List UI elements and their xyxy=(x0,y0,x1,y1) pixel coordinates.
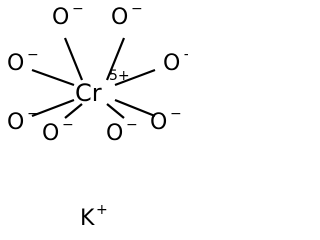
oxygen-atom-right-upper: O − xyxy=(163,47,188,76)
svg-text:O: O xyxy=(7,110,24,135)
svg-text:−: − xyxy=(62,117,74,133)
chemical-structure: O − O − O − O − O − O − O − O − Cr 5+ K … xyxy=(7,1,188,231)
oxygen-atom-right-lower: O − xyxy=(150,106,182,135)
bond-right-lower xyxy=(114,98,156,118)
svg-text:O: O xyxy=(52,5,69,30)
chromium-atom: Cr 5+ xyxy=(75,68,130,107)
svg-text:−: − xyxy=(27,106,39,122)
oxygen-atom-left-lower: O − xyxy=(7,106,39,135)
svg-text:−: − xyxy=(72,1,84,17)
svg-text:O: O xyxy=(150,110,167,135)
svg-text:−: − xyxy=(126,117,138,133)
bond-left-lower xyxy=(31,98,75,118)
svg-text:O: O xyxy=(111,5,128,30)
svg-text:K: K xyxy=(80,206,95,231)
bond-bottom-right xyxy=(106,103,125,119)
bond-top-right-upper xyxy=(105,37,126,81)
oxygen-atom-bottom-right: O − xyxy=(106,117,138,146)
svg-text:O: O xyxy=(7,51,24,76)
svg-text:+: + xyxy=(96,202,108,218)
potassium-ion: K + xyxy=(80,202,108,231)
bond-top-left-upper xyxy=(63,37,84,81)
svg-text:O: O xyxy=(163,51,180,76)
bond-left-upper xyxy=(31,68,75,87)
svg-text:−: − xyxy=(131,1,143,17)
svg-text:O: O xyxy=(106,121,123,146)
oxygen-atom-top-left: O − xyxy=(52,1,84,30)
svg-text:O: O xyxy=(42,121,59,146)
oxygen-atom-top-right: O − xyxy=(111,1,143,30)
svg-text:−: − xyxy=(170,106,182,122)
bond-right-upper xyxy=(114,68,156,87)
svg-text:5+: 5+ xyxy=(109,68,130,84)
bond-lines xyxy=(31,37,156,119)
oxygen-atom-bottom-left: O − xyxy=(42,117,74,146)
bond-bottom-left xyxy=(64,103,83,119)
oxygen-atom-left-upper: O − xyxy=(7,47,39,76)
svg-text:−: − xyxy=(183,47,188,63)
svg-text:−: − xyxy=(27,47,39,63)
svg-text:Cr: Cr xyxy=(75,79,102,107)
